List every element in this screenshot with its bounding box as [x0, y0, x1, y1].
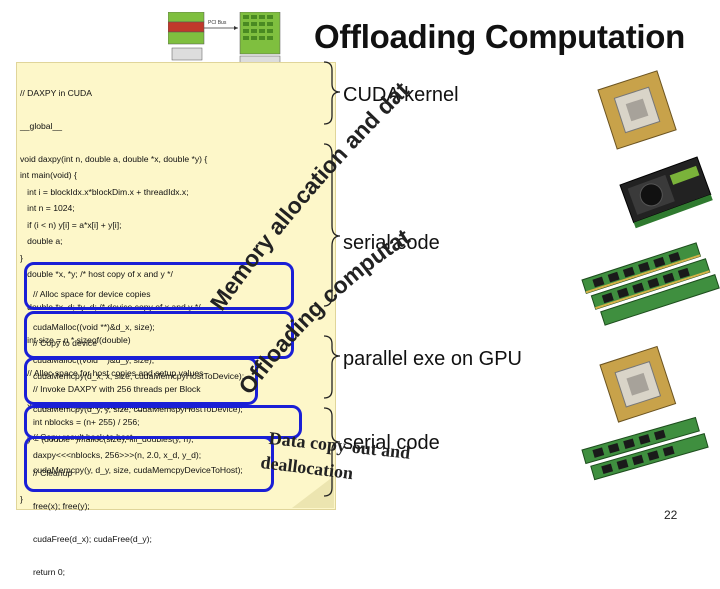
- memory-modules-icon-2: [581, 416, 709, 481]
- label-serial-code-1: serial code: [343, 232, 440, 254]
- code-invoke: // Invoke DAXPY with 256 threads per Blo…: [33, 362, 201, 472]
- code-line: int size = n * sizeof(double): [20, 335, 131, 345]
- code-line: if (i < n) y[i] = a*x[i] + y[i];: [20, 220, 122, 230]
- code-line: // DAXPY in CUDA: [20, 88, 92, 98]
- cpu-icon-2: [599, 345, 677, 423]
- code-line: int i = blockIdx.x*blockDim.x + threadId…: [20, 187, 189, 197]
- page-number: 22: [664, 508, 678, 522]
- code-line: int nblocks = (n+ 255) / 256;: [33, 417, 140, 427]
- code-alloc: // Alloc space for device copies cudaMal…: [33, 267, 155, 377]
- label-cuda-kernel: CUDA kernel: [343, 84, 459, 106]
- arc-offloading-path: Offloading computation: [0, 0, 414, 399]
- section-braces: [323, 61, 341, 497]
- code-line: // Alloc space for host copies and setup…: [20, 368, 204, 378]
- hardware-images: [581, 70, 720, 481]
- code-copy: // Copy to device cudaMemcpy(d_x, x, siz…: [33, 316, 244, 426]
- gpu-card-icon: [619, 156, 713, 229]
- code-line: double a;: [20, 236, 63, 246]
- arc-offloading-text: Offloading computation: [0, 0, 414, 399]
- code-line: cudaFree(d_x); cudaFree(d_y);: [33, 534, 152, 544]
- code-line: daxpy<<<nblocks, 256>>>(n, 2.0, x_d, y_d…: [33, 450, 202, 460]
- code-line: __global__: [20, 121, 63, 131]
- code-line: return 0;: [33, 567, 66, 577]
- thumb-label: PCI Bus: [208, 20, 227, 26]
- architecture-thumbnail: PCI Bus: [168, 12, 281, 65]
- code-line: // Copy to device: [33, 338, 98, 348]
- slide-title: Offloading Computation: [314, 18, 685, 55]
- arc-annotations: Memory allocation and data copy-in Offlo…: [0, 0, 414, 399]
- code-line: // Cleanup: [33, 468, 73, 478]
- code-line: }: [20, 253, 23, 263]
- code-line: void daxpy(int n, double a, double *x, d…: [20, 154, 208, 164]
- code-line: int n = 1024;: [20, 203, 75, 213]
- code-kernel: // DAXPY in CUDA __global__ void daxpy(i…: [20, 66, 207, 275]
- code-line: cudaMalloc((void **)&d_y, size);: [33, 355, 155, 365]
- code-line: cudaMalloc((void **)&d_x, size);: [33, 322, 155, 332]
- code-line: cudaMemcpy(d_x, x, size, cudaMemcpyHostT…: [33, 371, 245, 381]
- code-line: cudaMemcpy(d_y, y, size, cudaMemcpyHostT…: [33, 404, 243, 414]
- cleanup-highlight-box: [24, 436, 274, 492]
- code-line: double *x, *y; /* host copy of x and y *…: [20, 269, 173, 279]
- code-line: int main(void) {: [20, 170, 77, 180]
- memory-modules-icon: [581, 242, 720, 326]
- invoke-highlight-box: [24, 357, 258, 405]
- cpu-icon: [597, 70, 677, 150]
- label-parallel: parallel exe on GPU: [343, 348, 522, 370]
- code-end: }: [20, 494, 23, 504]
- alloc-highlight-box: [24, 262, 294, 310]
- code-line: free(x); free(y);: [33, 501, 90, 511]
- code-line: // Invoke DAXPY with 256 threads per Blo…: [33, 384, 201, 394]
- code-listing-background: [16, 62, 336, 510]
- label-serial-code-2: serial code: [343, 432, 440, 454]
- code-line: cudaMemcpy(y, d_y, size, cudaMemcpyDevic…: [33, 465, 243, 475]
- code-line: // Alloc space for device copies: [33, 289, 151, 299]
